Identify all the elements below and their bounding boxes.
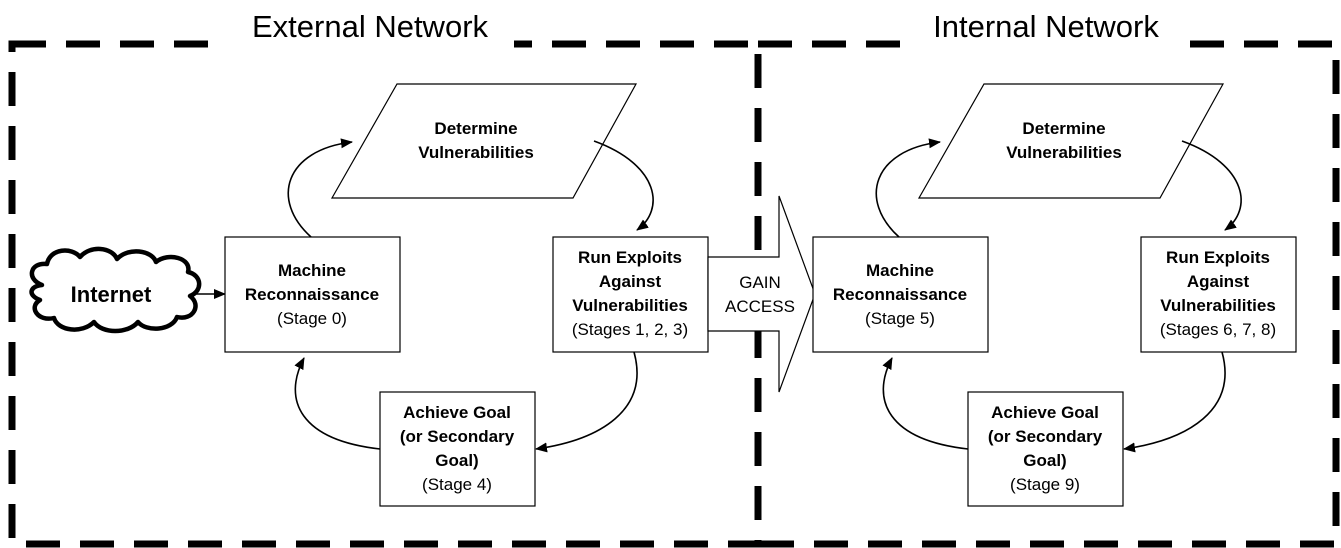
internal-determine-vulnerabilities: Determine Vulnerabilities	[917, 83, 1225, 199]
internet-label: Internet	[71, 282, 152, 307]
int-determine-to-exploit-arrow	[1181, 140, 1242, 231]
int-goal-line2: (or Secondary	[988, 427, 1103, 446]
ext-determine-line1: Determine	[434, 119, 517, 138]
gain-access-line2: ACCESS	[725, 297, 795, 316]
int-goal-line1: Achieve Goal	[991, 403, 1099, 422]
internal-achieve-goal: Achieve Goal (or Secondary Goal) (Stage …	[967, 391, 1124, 507]
int-recon-stage: (Stage 5)	[865, 309, 935, 328]
int-exploit-to-goal-arrow	[1123, 351, 1226, 453]
ext-goal-line3: Goal)	[435, 451, 478, 470]
int-exploit-line3: Vulnerabilities	[1160, 296, 1276, 315]
int-exploit-line2: Against	[1187, 272, 1250, 291]
ext-exploit-line2: Against	[599, 272, 662, 291]
int-recon-line2: Reconnaissance	[833, 285, 967, 304]
int-recon-line1: Machine	[866, 261, 934, 280]
ext-recon-line2: Reconnaissance	[245, 285, 379, 304]
gain-access-arrow: GAIN ACCESS	[707, 195, 816, 393]
ext-exploit-line1: Run Exploits	[578, 248, 682, 267]
external-network-title: External Network	[252, 9, 489, 44]
int-goal-to-recon-arrow	[882, 357, 969, 450]
internal-machine-recon: Machine Reconnaissance (Stage 5)	[812, 236, 989, 353]
internal-network-title: Internal Network	[933, 9, 1159, 44]
int-exploit-stage: (Stages 6, 7, 8)	[1160, 320, 1276, 339]
ext-goal-line2: (or Secondary	[400, 427, 515, 446]
int-goal-stage: (Stage 9)	[1010, 475, 1080, 494]
external-run-exploits: Run Exploits Against Vulnerabilities (St…	[552, 236, 709, 353]
ext-determine-to-exploit-arrow	[593, 140, 654, 231]
ext-goal-stage: (Stage 4)	[422, 475, 492, 494]
int-determine-line2: Vulnerabilities	[1006, 143, 1122, 162]
external-achieve-goal: Achieve Goal (or Secondary Goal) (Stage …	[379, 391, 536, 507]
ext-exploit-to-goal-arrow	[535, 351, 638, 453]
ext-recon-line1: Machine	[278, 261, 346, 280]
ext-determine-line2: Vulnerabilities	[418, 143, 534, 162]
ext-exploit-line3: Vulnerabilities	[572, 296, 688, 315]
external-machine-recon: Machine Reconnaissance (Stage 0)	[224, 236, 401, 353]
int-recon-to-determine-arrow	[875, 138, 941, 238]
ext-goal-line1: Achieve Goal	[403, 403, 511, 422]
int-goal-line3: Goal)	[1023, 451, 1066, 470]
ext-recon-stage: (Stage 0)	[277, 309, 347, 328]
gain-access-line1: GAIN	[739, 273, 781, 292]
ext-exploit-stage: (Stages 1, 2, 3)	[572, 320, 688, 339]
internet-cloud: Internet	[29, 246, 202, 334]
int-determine-line1: Determine	[1022, 119, 1105, 138]
internal-run-exploits: Run Exploits Against Vulnerabilities (St…	[1140, 236, 1297, 353]
int-exploit-line1: Run Exploits	[1166, 248, 1270, 267]
ext-goal-to-recon-arrow	[294, 357, 381, 450]
external-determine-vulnerabilities: Determine Vulnerabilities	[330, 83, 638, 199]
ext-recon-to-determine-arrow	[287, 138, 353, 238]
